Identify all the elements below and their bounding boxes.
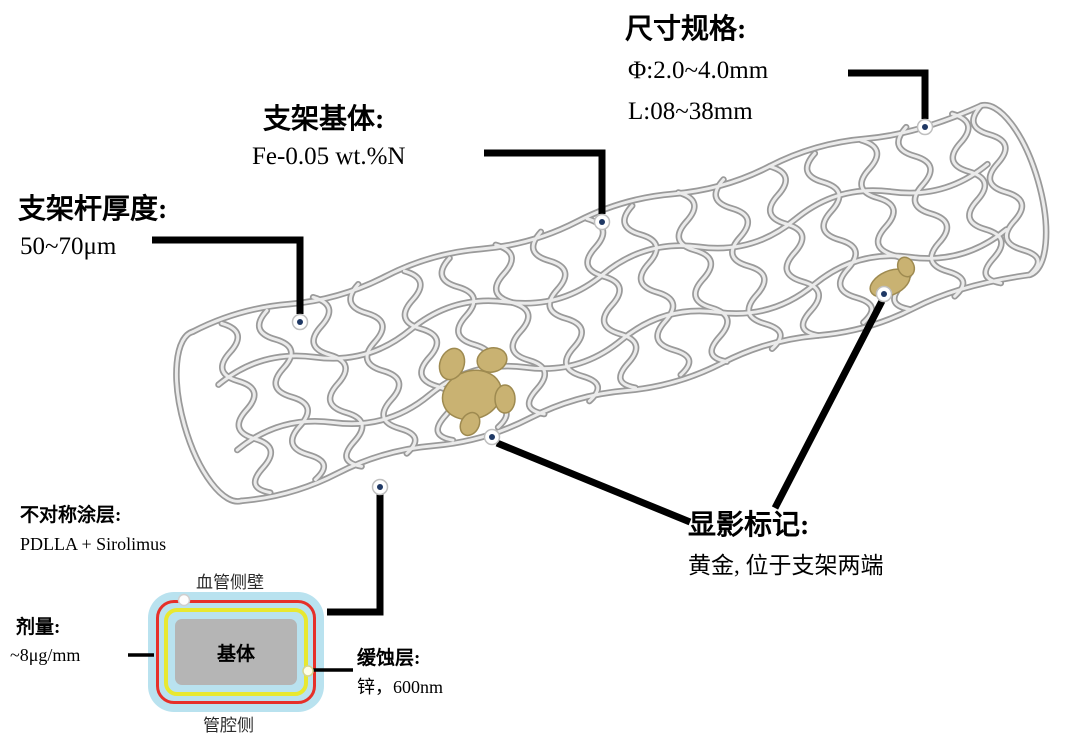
vessel-wall-label: 血管侧壁 bbox=[196, 573, 264, 592]
dose-value: ~8μg/mm bbox=[10, 645, 81, 665]
strut-heading: 支架杆厚度: bbox=[18, 194, 168, 225]
corrosion-value: 锌，600nm bbox=[357, 677, 444, 697]
cross-section-core: 基体 bbox=[175, 619, 297, 685]
anchor-dot bbox=[916, 118, 934, 136]
coating-leader bbox=[327, 492, 384, 616]
coating-value: PDLLA + Sirolimus bbox=[20, 534, 167, 554]
substrate-value: Fe-0.05 wt.%N bbox=[252, 143, 406, 170]
marker-leader-center bbox=[495, 439, 692, 526]
strut-value: 50~70μm bbox=[20, 233, 117, 260]
strut-leader bbox=[152, 236, 304, 314]
coating-heading: 不对称涂层: bbox=[20, 505, 122, 526]
lumen-label: 管腔侧 bbox=[203, 716, 254, 735]
core-label: 基体 bbox=[216, 643, 255, 665]
corrosion-heading: 缓蚀层: bbox=[357, 648, 421, 669]
cross-section-corrosion-layer: 基体 bbox=[164, 608, 308, 696]
marker-value: 黄金, 位于支架两端 bbox=[688, 553, 884, 578]
anchor-dot bbox=[483, 428, 501, 446]
marker-leader-right bbox=[771, 299, 886, 510]
size-spec-diameter: Φ:2.0~4.0mm bbox=[628, 57, 769, 84]
anchor-dot bbox=[593, 213, 611, 231]
anchor-dot bbox=[291, 313, 309, 331]
gold-marker-cluster bbox=[438, 347, 516, 437]
cross-section-coating-layer: 基体 bbox=[156, 600, 316, 704]
gold-marker-end bbox=[869, 256, 916, 298]
substrate-leader bbox=[484, 149, 606, 214]
cross-section-outer-layer: 基体 bbox=[148, 592, 324, 712]
marker-heading: 显影标记: bbox=[688, 510, 810, 541]
dose-heading: 剂量: bbox=[16, 617, 61, 638]
anchor-dot bbox=[875, 285, 893, 303]
size-spec-heading: 尺寸规格: bbox=[625, 14, 747, 45]
size-spec-leader bbox=[848, 69, 929, 119]
size-spec-length: L:08~38mm bbox=[628, 98, 753, 125]
anchor-dot bbox=[371, 478, 389, 496]
substrate-heading: 支架基体: bbox=[263, 104, 385, 135]
